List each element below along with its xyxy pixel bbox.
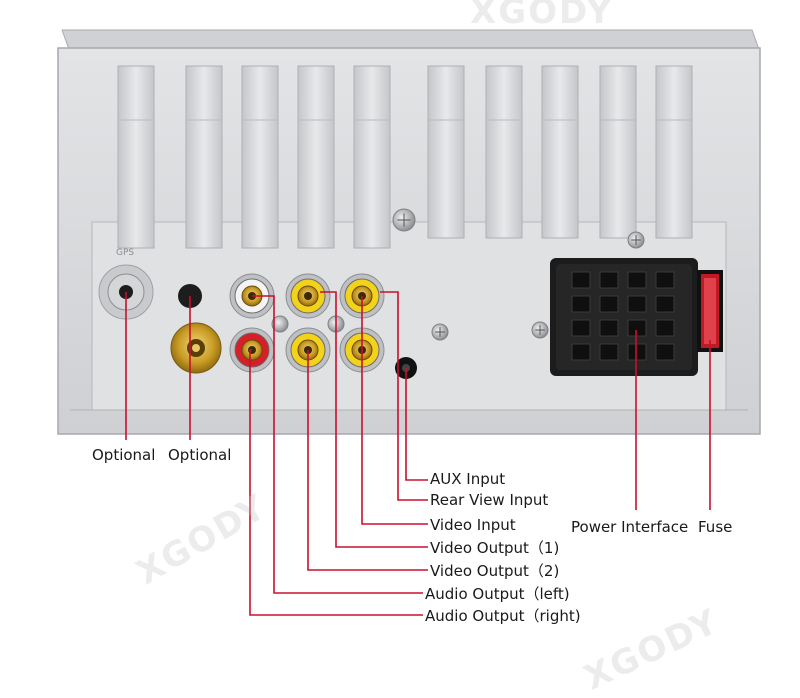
label-audio-output-right: Audio Output（right) <box>425 607 581 625</box>
leader-audio-left <box>252 295 423 594</box>
fin <box>541 65 579 239</box>
leader-video-out-2 <box>307 350 428 571</box>
leader-lines <box>125 291 711 616</box>
head-unit-rear-panel: GPS <box>57 29 761 616</box>
screw <box>531 321 549 339</box>
fin <box>241 65 279 249</box>
iso-power-connector <box>550 258 698 376</box>
label-rear-view-input: Rear View Input <box>430 491 549 509</box>
fin <box>185 65 223 249</box>
fin <box>485 65 523 239</box>
fin <box>353 65 391 249</box>
label-power-interface: Power Interface <box>571 518 689 536</box>
rca-video-out-1 <box>285 273 331 319</box>
fin <box>599 65 637 239</box>
leader-video-out-1 <box>320 291 428 548</box>
screw <box>431 323 449 341</box>
fin <box>655 65 693 239</box>
fin <box>427 65 465 239</box>
leader-camin <box>380 291 428 501</box>
leader-audio-right <box>249 349 423 616</box>
label-fuse: Fuse <box>698 518 733 536</box>
ant-socket <box>170 322 222 374</box>
label-video-output-2: Video Output（2) <box>430 562 560 580</box>
label-aux-input: AUX Input <box>430 470 506 488</box>
label-video-input: Video Input <box>430 516 516 534</box>
watermark: XGODY <box>470 0 614 32</box>
screws <box>392 208 645 341</box>
fin <box>297 65 335 249</box>
fin <box>117 65 155 249</box>
leader-video-in <box>361 296 428 525</box>
diagram-stage: GPS XGODY <box>57 0 761 698</box>
label-audio-output-left: Audio Output（left) <box>425 585 570 603</box>
fuse <box>697 270 723 352</box>
heat-sink-fins <box>117 65 693 249</box>
leader-aux <box>405 368 428 481</box>
svg-text:GPS: GPS <box>116 248 134 258</box>
screw <box>392 208 416 232</box>
screw <box>627 231 645 249</box>
label-gps-optional: Optional <box>92 446 156 464</box>
label-video-output-1: Video Output（1) <box>430 539 560 557</box>
label-mic-optional: Optional <box>168 446 232 464</box>
screw <box>271 315 289 333</box>
